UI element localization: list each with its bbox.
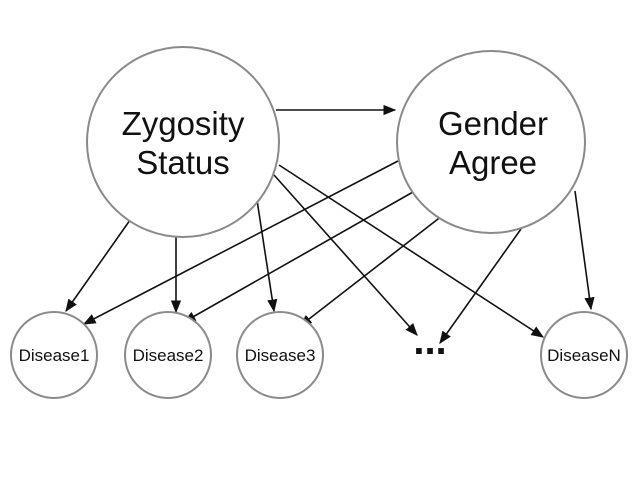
edge-gender-to-disease3: [298, 211, 448, 327]
edge-zygosity-to-ellipsis: [273, 174, 418, 336]
node-zygosity-circle: [86, 46, 280, 238]
node-gender-label-line2: Agree: [449, 144, 537, 181]
edge-zygosity-to-diseaseN: [278, 164, 545, 338]
node-disease3-label: Disease3: [245, 346, 316, 365]
edge-gender-to-disease1: [82, 160, 399, 325]
node-gender: Gender Agree: [396, 50, 586, 234]
edge-zygosity-to-disease3: [256, 199, 278, 313]
node-disease3-circle: [236, 311, 324, 399]
edge-gender-to-disease2: [182, 191, 414, 323]
edges-layer: [65, 104, 595, 345]
node-disease2-label: Disease2: [133, 346, 204, 365]
node-diseaseN-label: DiseaseN: [547, 346, 621, 365]
node-disease1-label: Disease1: [19, 346, 90, 365]
node-zygosity-label-line2: Status: [136, 144, 230, 181]
edge-zygosity-to-disease1: [65, 212, 136, 313]
node-gender-label-line1: Gender: [438, 105, 548, 142]
node-disease3: Disease3: [236, 311, 324, 399]
node-diseaseN-circle: [540, 311, 628, 399]
node-disease2: Disease2: [124, 311, 212, 399]
node-disease1: Disease1: [10, 311, 98, 399]
edge-gender-to-ellipsis: [439, 228, 522, 345]
node-ellipsis-label: ...: [413, 319, 446, 363]
node-disease2-circle: [124, 311, 212, 399]
node-diseaseN: DiseaseN: [540, 311, 628, 399]
node-ellipsis: ...: [413, 319, 446, 363]
node-zygosity-label-line1: Zygosity: [122, 105, 245, 142]
edge-gender-to-diseaseN: [574, 190, 595, 311]
node-zygosity: Zygosity Status: [86, 46, 280, 238]
node-gender-circle: [396, 50, 586, 234]
node-disease1-circle: [10, 311, 98, 399]
